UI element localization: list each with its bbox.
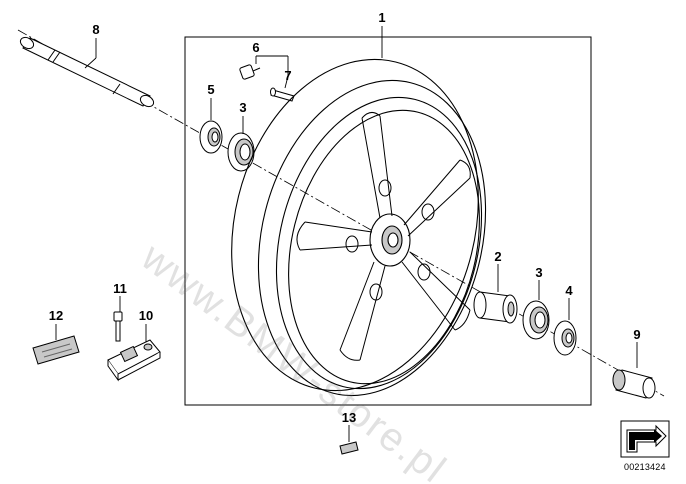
callout-6: 6 (252, 40, 260, 55)
callout-2: 2 (494, 249, 502, 264)
callout-11: 11 (113, 281, 127, 296)
callout-4: 4 (565, 283, 573, 298)
callout-3-right: 3 (535, 265, 543, 280)
part-axle (19, 36, 155, 108)
callout-13: 13 (341, 410, 357, 425)
part-sensor (107, 339, 161, 382)
part-valve-insert (270, 87, 295, 102)
callout-3-left: 3 (239, 100, 247, 115)
assembly-frame (184, 36, 592, 406)
part-wheel-rim (231, 58, 487, 397)
part-sleeve (612, 369, 656, 399)
part-screw (113, 311, 123, 342)
callout-9: 9 (633, 327, 641, 342)
part-spacer-right (473, 291, 518, 324)
part-bearing-right (522, 300, 550, 340)
callout-5: 5 (207, 82, 215, 97)
wheel-spokes (296, 112, 471, 361)
part-label-plate (32, 335, 80, 365)
part-valve-cap (239, 64, 261, 80)
part-small-tag (339, 441, 359, 455)
callout-12: 12 (48, 308, 64, 323)
part-seal-left (199, 120, 223, 154)
part-bearing-left (227, 132, 255, 172)
callout-1: 1 (378, 10, 386, 25)
arrow-icon (620, 420, 670, 458)
callout-7: 7 (284, 68, 292, 83)
diagram-id: 00213424 (624, 462, 666, 472)
callout-8: 8 (92, 22, 100, 37)
leader-lines (55, 26, 638, 442)
callout-10: 10 (138, 308, 154, 323)
part-seal-right (553, 320, 577, 356)
